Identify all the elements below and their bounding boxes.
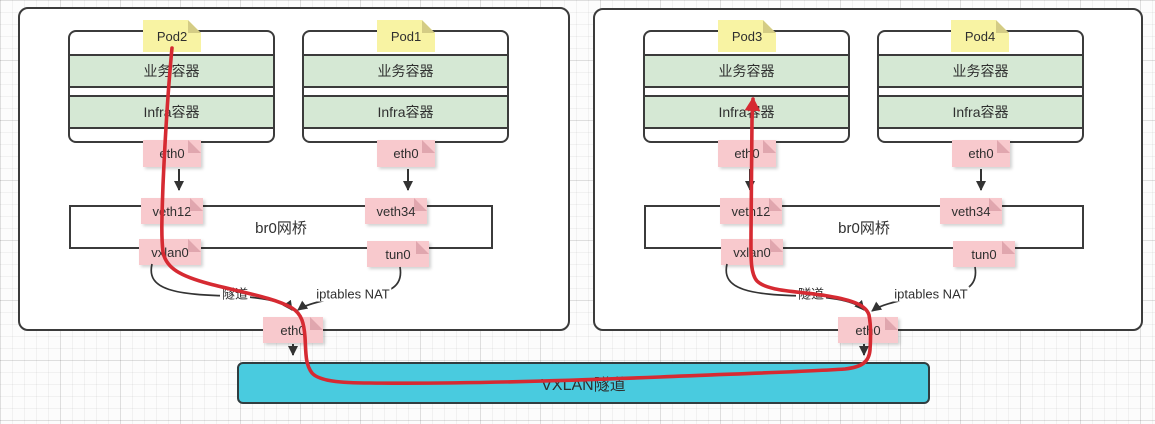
- vxlan0-note-right[interactable]: vxlan0: [721, 239, 783, 265]
- pod-name-note-pod4[interactable]: Pod4: [951, 20, 1009, 52]
- business-container[interactable]: 业务容器: [645, 54, 848, 88]
- veth34-note-left[interactable]: veth34: [365, 198, 427, 224]
- host-eth0-note-left[interactable]: eth0: [263, 317, 323, 343]
- veth34-note-right[interactable]: veth34: [940, 198, 1002, 224]
- vxlan-tunnel-box[interactable]: VXLAN隧道: [237, 362, 930, 404]
- business-container[interactable]: 业务容器: [70, 54, 273, 88]
- pod-name-note-pod3[interactable]: Pod3: [718, 20, 776, 52]
- nat-edge-label-right: iptables NAT: [892, 286, 970, 302]
- tunnel-edge-label-right: 隧道: [795, 283, 827, 303]
- business-container[interactable]: 业务容器: [879, 54, 1082, 88]
- business-container[interactable]: 业务容器: [304, 54, 507, 88]
- tun0-note-left[interactable]: tun0: [367, 241, 429, 267]
- bridge-label: br0网桥: [838, 219, 890, 237]
- host-eth0-note-right[interactable]: eth0: [838, 317, 898, 343]
- eth0-note-pod4[interactable]: eth0: [952, 140, 1010, 167]
- infra-container[interactable]: Infra容器: [70, 95, 273, 129]
- pod-box-pod4[interactable]: 业务容器 Infra容器: [877, 30, 1084, 143]
- infra-container[interactable]: Infra容器: [645, 95, 848, 129]
- pod-name-note-pod1[interactable]: Pod1: [377, 20, 435, 52]
- vxlan-tunnel-label: VXLAN隧道: [541, 377, 626, 394]
- pod-name-note-pod2[interactable]: Pod2: [143, 20, 201, 52]
- vxlan0-note-left[interactable]: vxlan0: [139, 239, 201, 265]
- infra-container[interactable]: Infra容器: [879, 95, 1082, 129]
- eth0-note-pod1[interactable]: eth0: [377, 140, 435, 167]
- bridge-box-right[interactable]: br0网桥: [644, 205, 1084, 249]
- veth12-note-left[interactable]: veth12: [141, 198, 203, 224]
- veth12-note-right[interactable]: veth12: [720, 198, 782, 224]
- bridge-box-left[interactable]: br0网桥: [69, 205, 493, 249]
- eth0-note-pod3[interactable]: eth0: [718, 140, 776, 167]
- tunnel-edge-label-left: 隧道: [219, 283, 251, 303]
- bridge-label: br0网桥: [255, 219, 307, 237]
- nat-edge-label-left: iptables NAT: [314, 286, 392, 302]
- infra-container[interactable]: Infra容器: [304, 95, 507, 129]
- eth0-note-pod2[interactable]: eth0: [143, 140, 201, 167]
- tun0-note-right[interactable]: tun0: [953, 241, 1015, 267]
